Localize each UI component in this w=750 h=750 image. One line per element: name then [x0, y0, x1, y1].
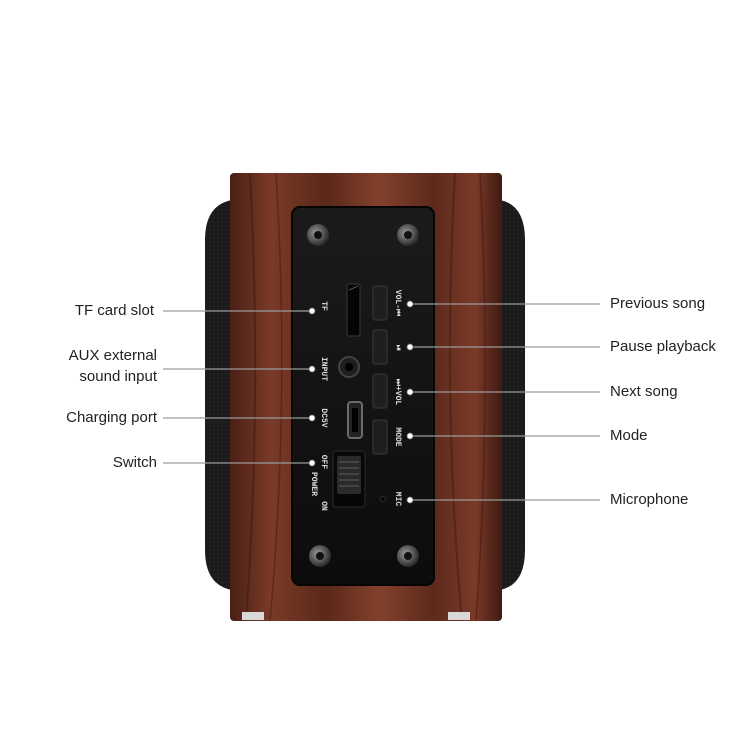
- callout-charging-port: Charging port: [66, 409, 157, 426]
- panel-label-vol-minus: VOL-⏮: [393, 290, 402, 316]
- callout-next-song: Next song: [610, 383, 678, 400]
- callout-aux-line2: sound input: [79, 368, 157, 385]
- panel-label-power: POWER: [309, 472, 318, 496]
- panel-label-dc5v: DC5V: [319, 408, 328, 427]
- mode-button[interactable]: [372, 419, 388, 455]
- panel-label-off: OFF: [319, 455, 328, 470]
- callout-microphone: Microphone: [610, 491, 689, 508]
- charging-port[interactable]: [347, 401, 363, 439]
- next-button[interactable]: [372, 373, 388, 409]
- aux-jack[interactable]: [338, 356, 360, 378]
- callout-mode: Mode: [610, 427, 648, 444]
- callout-aux-line1: AUX external: [68, 347, 157, 364]
- leader-dots: [308, 300, 414, 504]
- screw-icons: [307, 224, 419, 567]
- leader-lines: [163, 303, 600, 501]
- callout-pause-playback: Pause playback: [610, 338, 716, 355]
- tf-card-slot[interactable]: [346, 283, 361, 337]
- callout-previous-song: Previous song: [610, 295, 706, 312]
- microphone-hole: [380, 496, 386, 502]
- panel-label-vol-plus: ⏭+VOL: [393, 379, 402, 406]
- fabric-grille: [205, 200, 525, 590]
- power-switch[interactable]: [332, 450, 366, 508]
- panel-label-input: INPUT: [319, 357, 328, 381]
- callout-tf-card-slot: TF card slot: [74, 302, 154, 319]
- callout-aux-input: AUX external sound input: [69, 345, 157, 387]
- panel-label-play-pause: ⏯: [393, 345, 402, 351]
- callout-switch: Switch: [112, 454, 157, 471]
- panel-label-mic: MIC: [393, 492, 402, 507]
- panel-label-mode: MODE: [393, 427, 402, 446]
- control-panel: [291, 206, 435, 586]
- previous-button[interactable]: [372, 285, 388, 321]
- panel-label-tf: TF: [319, 301, 328, 311]
- panel-label-on: ON: [319, 501, 328, 511]
- play-pause-button[interactable]: [372, 329, 388, 365]
